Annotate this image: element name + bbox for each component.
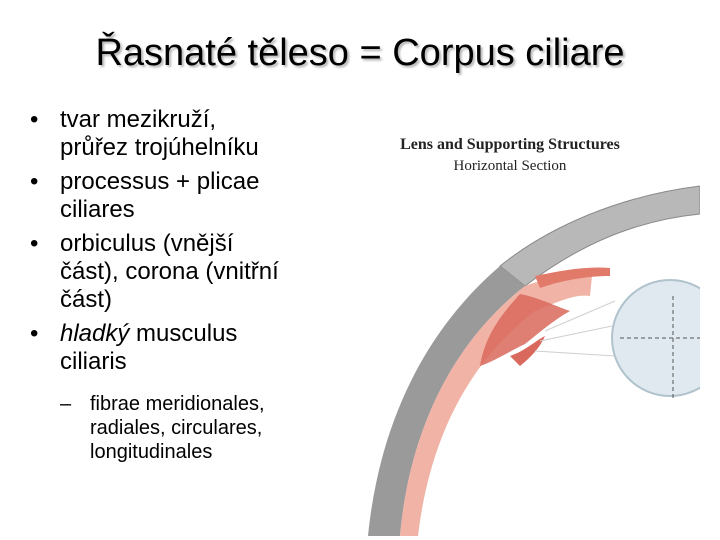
ciliary-muscle	[480, 294, 570, 366]
figure-title: Lens and Supporting Structures	[400, 136, 620, 153]
bullet-text: processus + plicae	[60, 168, 260, 195]
zonule-fibre	[544, 300, 616, 332]
bullet-item: • hladký musculus ciliaris – fibrae meri…	[30, 320, 330, 464]
slide-title: Řasnaté těleso = Corpus ciliare	[95, 32, 625, 74]
bullet-text: část)	[60, 286, 113, 313]
sub-bullet-text: fibrae meridionales,	[90, 393, 265, 415]
bullet-text: musculus	[129, 320, 238, 347]
bullet-marker: •	[30, 168, 39, 195]
bullet-marker: •	[30, 230, 39, 257]
sub-bullet-item: – fibrae meridionales, radiales, circula…	[60, 392, 330, 464]
zonule-fibre	[539, 325, 613, 342]
bullet-list: • tvar mezikruží, průřez trojúhelníku • …	[30, 106, 330, 470]
bullet-marker: •	[30, 320, 39, 347]
ciliary-processes	[510, 336, 545, 366]
bullet-text: tvar mezikruží,	[60, 106, 217, 133]
bullet-text: ciliaris	[60, 348, 127, 375]
sclera	[368, 266, 525, 536]
bullet-marker: •	[30, 106, 39, 133]
zonule-fibre	[534, 350, 616, 357]
eye-figure: Lens and Supporting Structures Horizonta…	[360, 126, 700, 536]
bullet-text: průřez trojúhelníku	[60, 134, 259, 161]
bullet-text: část), corona (vnitřní	[60, 258, 279, 285]
iris	[535, 267, 610, 288]
figure-subtitle: Horizontal Section	[453, 158, 567, 174]
sub-bullet-text: longitudinales	[90, 441, 213, 463]
bullet-text-italic: hladký	[60, 320, 130, 347]
eye-cross-section	[368, 185, 700, 536]
sub-bullet-text: radiales, circulares,	[90, 417, 263, 439]
bullet-item: • processus + plicae ciliares	[30, 168, 330, 224]
bullet-text: ciliares	[60, 196, 135, 223]
bullet-item: • tvar mezikruží, průřez trojúhelníku	[30, 106, 330, 162]
sub-bullet-marker: –	[60, 393, 72, 415]
sub-bullet-list: – fibrae meridionales, radiales, circula…	[60, 392, 330, 464]
bullet-item: • orbiculus (vnější část), corona (vnitř…	[30, 230, 330, 314]
bullet-text: orbiculus (vnější	[60, 230, 234, 257]
